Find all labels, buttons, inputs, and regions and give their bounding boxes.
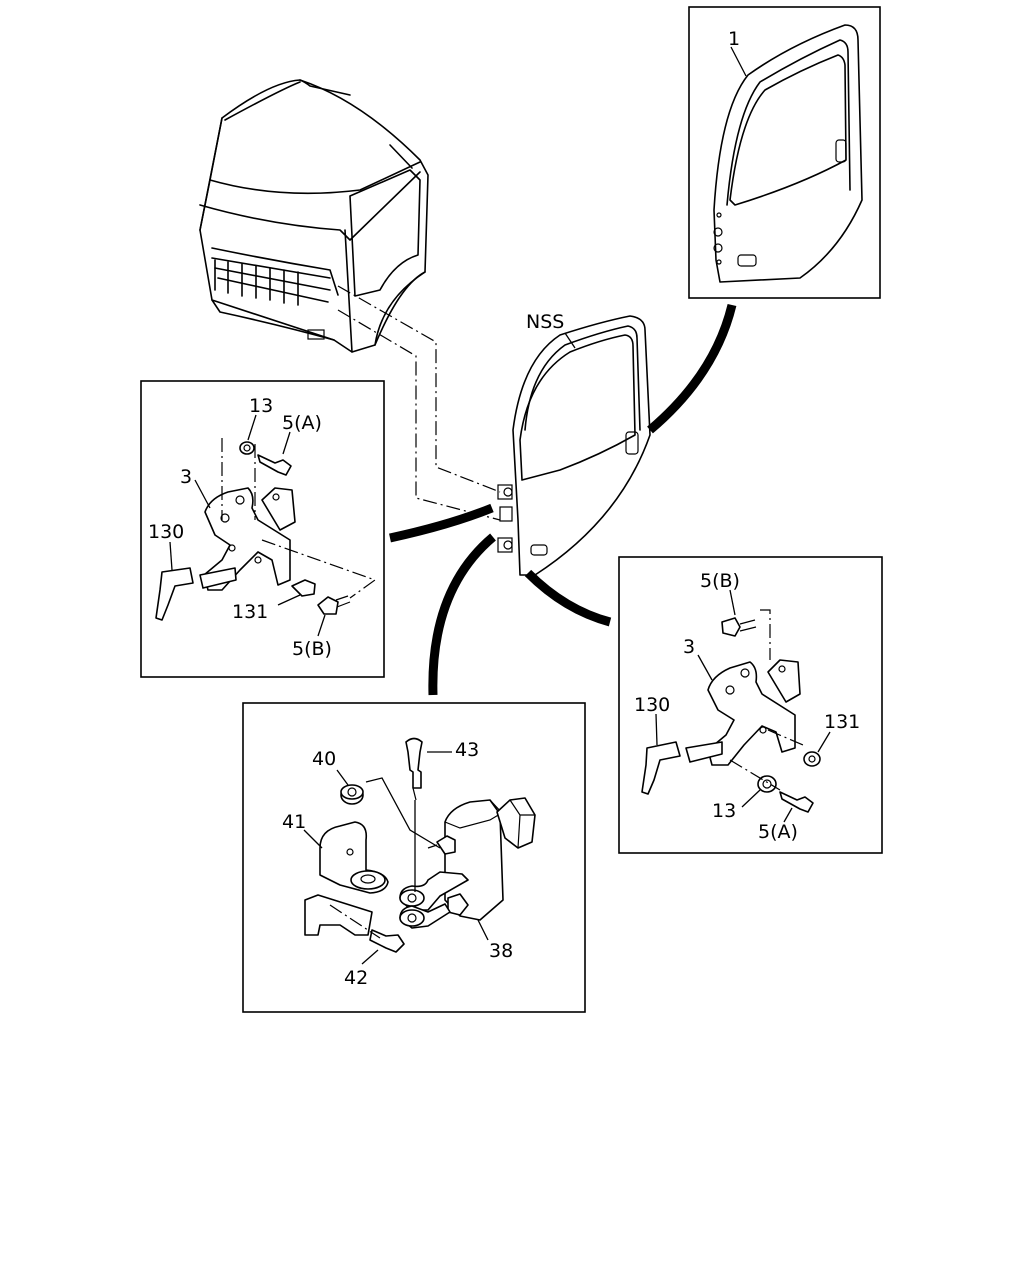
label-door-check-nut-40: 40 [312,748,336,770]
label-lower-hinge-3: 3 [683,636,695,658]
lower-hinge-illustration [641,609,821,813]
assembly-leader-lines [337,285,501,521]
door-panel-1-illustration [713,24,863,283]
label-lower-shim-130: 130 [634,694,670,716]
label-upper-hinge-3: 3 [180,466,192,488]
label-upper-shim-130: 130 [148,521,184,543]
upper-hinge-illustration [155,438,377,621]
label-door-check-bolt-42: 42 [344,967,368,989]
label-door-nss: NSS [526,311,564,333]
door-check-illustration [304,737,536,953]
label-upper-washer-13: 13 [249,395,273,417]
label-upper-screw-131: 131 [232,601,268,623]
label-door-check-unit-38: 38 [489,940,513,962]
label-door-check-pin-43: 43 [455,739,479,761]
label-door-check-bracket-41: 41 [282,811,306,833]
door-panel-detail-box [688,6,881,299]
label-door-panel-1: 1 [728,28,740,50]
door-nss-illustration [497,315,651,576]
label-lower-screw-131: 131 [824,711,860,733]
label-upper-bolt-5b: 5(B) [292,638,332,660]
detail-callout-curves [389,303,737,696]
label-upper-bolt-5a: 5(A) [282,412,322,434]
label-lower-bolt-5b: 5(B) [700,570,740,592]
label-lower-bolt-5a: 5(A) [758,821,798,843]
label-lower-washer-13: 13 [712,800,736,822]
truck-cab-illustration [199,79,429,353]
